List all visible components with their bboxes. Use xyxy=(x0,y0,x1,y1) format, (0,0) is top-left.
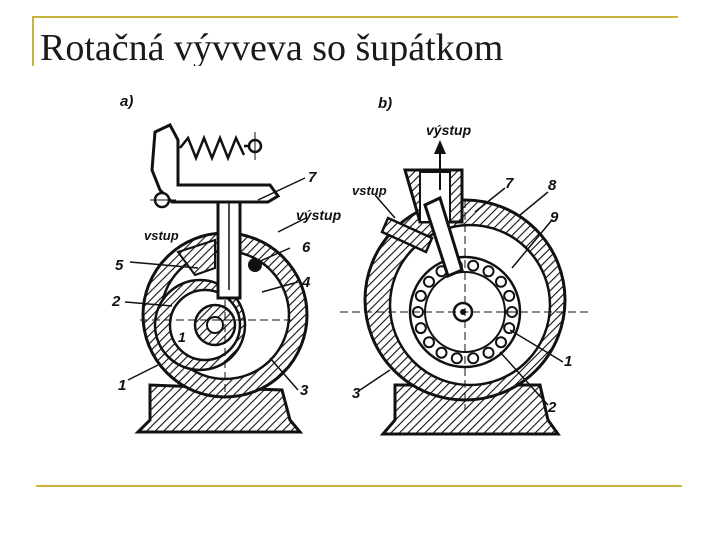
fig-a-panel-label: a) xyxy=(120,93,133,110)
slide-title: Rotačná vývveva so šupátkom xyxy=(40,27,504,66)
fig-a-lever xyxy=(150,123,281,204)
bearing-ball xyxy=(503,289,516,302)
fig-b-label-9: 9 xyxy=(550,209,559,226)
fig-a-label-1-inner: 1 xyxy=(178,329,186,345)
bearing-ball xyxy=(495,275,507,288)
fig-b-label-7: 7 xyxy=(505,175,514,192)
bearing-ball xyxy=(414,289,427,302)
figure-b: b) výstup vstup 7 8 9 1 3 2 xyxy=(340,95,590,436)
fig-a-label-3: 3 xyxy=(300,382,309,399)
fig-b-label-vystup: výstup xyxy=(426,122,472,138)
left-rule xyxy=(32,16,34,66)
fig-a-label-7: 7 xyxy=(308,169,317,186)
fig-b-bearing-balls xyxy=(412,259,518,365)
fig-b-base xyxy=(379,383,561,436)
bearing-ball xyxy=(482,346,495,359)
figure-a: a) 7 výstup vstup 6 5 4 2 1 1 3 xyxy=(111,93,342,434)
fig-a-label-6: 6 xyxy=(302,239,311,256)
bottom-rule xyxy=(36,485,682,487)
bearing-ball xyxy=(495,336,507,349)
bearing-ball xyxy=(423,275,435,288)
fig-a-label-vstup: vstup xyxy=(144,228,179,243)
bearing-ball xyxy=(435,346,448,359)
fig-b-panel-label: b) xyxy=(378,95,392,112)
top-rule xyxy=(32,16,678,18)
fig-b-label-3: 3 xyxy=(352,385,361,402)
bearing-ball xyxy=(482,265,495,278)
fig-a-valve xyxy=(248,258,262,272)
fig-a-label-1: 1 xyxy=(118,377,126,394)
bearing-ball xyxy=(414,322,427,335)
bearing-ball xyxy=(423,336,435,349)
fig-b-label-vstup: vstup xyxy=(352,183,387,198)
bearing-ball xyxy=(467,259,480,272)
fig-b-inlet xyxy=(380,216,434,254)
fig-a-label-2: 2 xyxy=(111,293,121,310)
fig-b-label-1: 1 xyxy=(564,353,572,370)
fig-b-label-2: 2 xyxy=(547,399,557,416)
fig-a-shaft-center xyxy=(206,316,224,334)
bearing-ball xyxy=(450,352,463,365)
fig-a-label-5: 5 xyxy=(115,257,124,274)
fig-a-label-vystup: výstup xyxy=(296,207,342,223)
fig-a-spring xyxy=(179,134,246,162)
fig-b-label-8: 8 xyxy=(548,177,557,194)
fig-b-vane xyxy=(423,195,464,279)
bearing-ball xyxy=(467,352,480,365)
fig-a-label-4: 4 xyxy=(301,274,311,291)
fig-a-base xyxy=(134,383,304,434)
